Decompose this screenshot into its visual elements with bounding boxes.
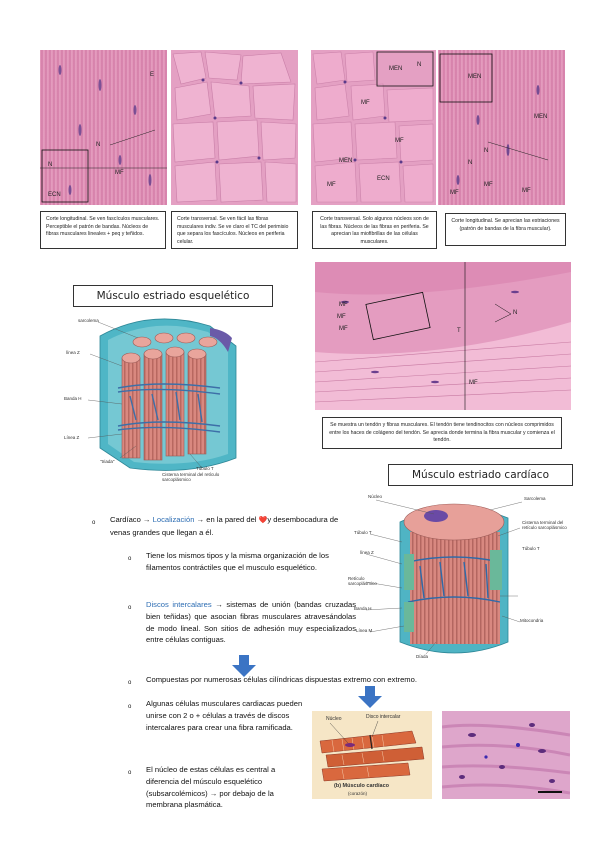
micrograph-label: MF [339, 326, 348, 332]
micrograph-label: MF [115, 170, 124, 176]
diagram-label: sarcolema [78, 318, 99, 323]
bullet-same-filaments: Tiene los mismos tipos y la misma organi… [146, 551, 329, 572]
bullet-marker: o [128, 680, 132, 686]
micrograph-label: N [484, 148, 489, 154]
skeletal-muscle-diagram: sarcolema línea Z Banda H Línea Z "triad… [60, 308, 250, 473]
micrograph-label: N [513, 310, 518, 316]
caption-1: Corte longitudinal. Se ven fascículos mu… [40, 211, 166, 249]
intercalated-discs-link[interactable]: Discos intercalares [146, 600, 212, 609]
diagram-label: Túbulo T [196, 466, 214, 471]
diagram-caption: (corazón) [348, 791, 368, 796]
diagram-label: Núcleo [326, 716, 342, 722]
micrograph-label: T [457, 328, 461, 334]
cardiac-muscle-diagram: Núcleo Sarcolema Túbulo T Cisterna termi… [340, 492, 570, 664]
bullet-text: y desembocadura de venas grandes que lle… [110, 515, 339, 537]
diagram-label: "triada" [100, 459, 115, 464]
diagram-label: Retículo sarcoplásmico [348, 576, 377, 587]
micrograph-label: N [417, 62, 422, 68]
diagram-label: Díada [416, 654, 429, 659]
caption-4: Corte longitudinal. Se aprecian las estr… [445, 213, 566, 246]
micrograph-label: MF [522, 188, 531, 194]
diagram-label: Línea M [356, 628, 373, 633]
bullet-marker: o [128, 770, 132, 776]
caption-tendon: Se muestra un tendón y fibras musculares… [322, 417, 562, 449]
bullet-text: → sistemas de unión (bandas cruzadas bie… [146, 600, 356, 645]
diagram-label: Núcleo [368, 494, 383, 499]
micrograph-longitudinal-1: N E N MF ECN [40, 50, 167, 205]
micrograph-label: N [48, 162, 53, 168]
micrograph-label: MF [484, 182, 493, 188]
diagram-label: Banda H [64, 396, 82, 401]
micrograph-cardiac [442, 711, 570, 799]
micrograph-label: MF [327, 182, 336, 188]
micrograph-label: MF [337, 314, 346, 320]
bullet-cardiac-location: Cardíaco → Localización → en la pared de… [110, 514, 350, 539]
diagram-label: Cisterna terminal del retículo sarcoplás… [522, 520, 567, 531]
micrograph-tendon: MF MF MF N T MF [315, 262, 571, 410]
diagram-label: Cisterna terminal del retículo sarcoplás… [162, 472, 220, 483]
bullet-intercalated-discs: Discos intercalares → sistemas de unión … [146, 599, 356, 646]
section-title-cardiac: Músculo estriado cardíaco [388, 464, 573, 486]
cardiac-fiber-illustration: Núcleo Disco intercalar (b) Músculo card… [312, 711, 432, 799]
bullet-marker: o [128, 556, 132, 562]
caption-3: Corte transversal. Solo algunos núcleos … [312, 211, 437, 249]
diagram-caption: (b) Músculo cardíaco [334, 783, 390, 789]
micrograph-label: MF [469, 380, 478, 386]
micrograph-longitudinal-2: MEN MEN N N MF MF MF [438, 50, 565, 205]
micrograph-label: MEN [339, 158, 353, 164]
micrograph-label: ECN [48, 192, 61, 198]
diagram-label: línea Z [66, 350, 80, 355]
micrograph-label: E [150, 72, 155, 78]
micrograph-transverse-1 [171, 50, 298, 205]
micrograph-label: MEN [468, 74, 482, 80]
diagram-label: Disco intercalar [366, 714, 401, 720]
bullet-text: → en la pared del [194, 515, 259, 524]
diagram-label: Mitocondria [520, 618, 544, 623]
micrograph-label: MEN [389, 66, 403, 72]
diagram-label: Túbulo T [354, 530, 372, 535]
bullet-marker: o [128, 605, 132, 611]
bullet-marker: o [92, 520, 96, 526]
micrograph-label: N [468, 160, 473, 166]
micrograph-transverse-2: MEN N MF MF MF MEN ECN [311, 50, 436, 205]
down-arrow-icon [232, 655, 256, 677]
micrograph-label: ECN [377, 176, 390, 182]
bullet-marker: o [128, 704, 132, 710]
diagram-label: Sarcolema [524, 496, 546, 501]
micrograph-label: MF [339, 302, 348, 308]
bullet-central-nucleus: El núcleo de estas células es central a … [146, 765, 276, 810]
micrograph-label: MEN [534, 114, 548, 120]
section-title-skeletal: Músculo estriado esquelético [73, 285, 273, 307]
heart-icon: ❤️ [258, 517, 268, 524]
micrograph-label: MF [450, 190, 459, 196]
location-link[interactable]: Localización [152, 515, 195, 524]
diagram-label: Túbulo T [522, 546, 540, 551]
bullet-cylindrical-cells: Compuestas por numerosas células cilíndr… [146, 675, 417, 684]
down-arrow-icon [358, 686, 382, 708]
micrograph-label: MF [361, 100, 370, 106]
diagram-label: Banda H [354, 606, 372, 611]
bullet-text: Cardíaco → [110, 515, 153, 524]
caption-2: Corte transversal. Se ven fácil las fibr… [171, 211, 298, 249]
diagram-label: línea Z [360, 550, 374, 555]
micrograph-label: MF [395, 138, 404, 144]
micrograph-label: N [96, 142, 101, 148]
bullet-branched-fiber: Algunas células musculares cardiacas pue… [146, 699, 303, 732]
diagram-label: Línea Z [64, 435, 80, 440]
